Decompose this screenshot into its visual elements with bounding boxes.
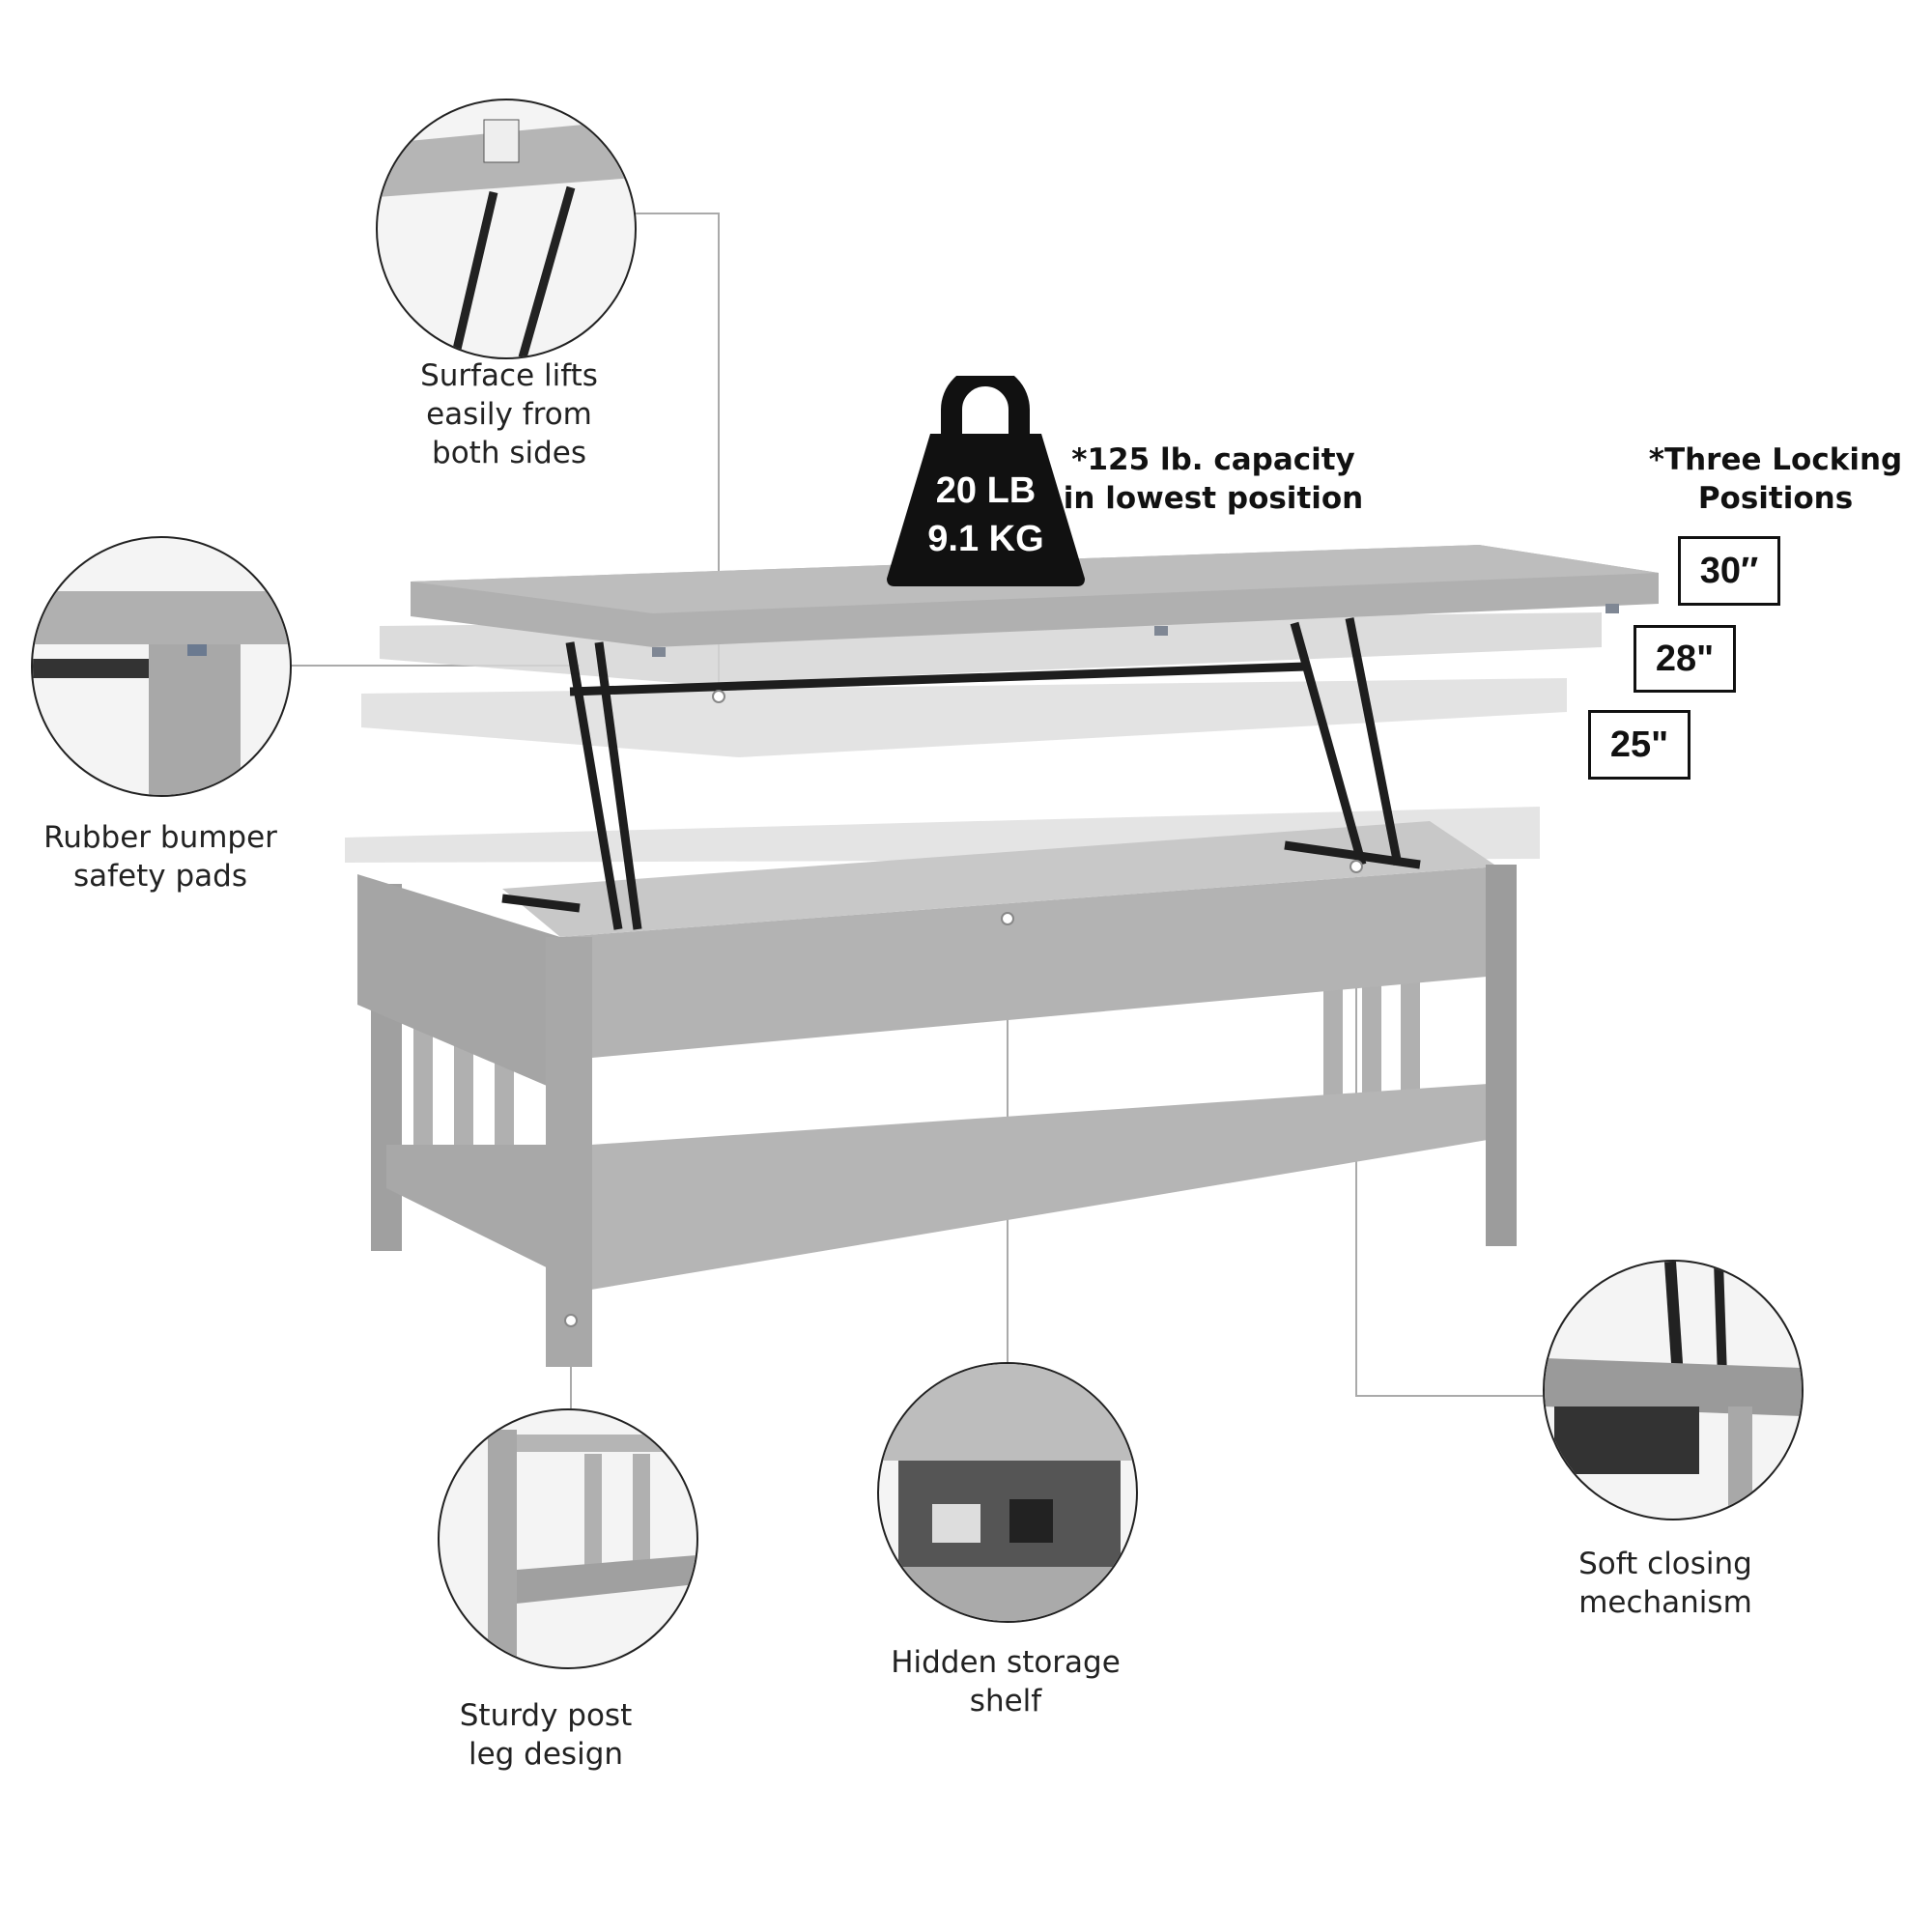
detail-circle-rubber-bumper [31,536,292,797]
lower-shelf [591,1082,1517,1290]
leader-dot-leg [564,1314,578,1327]
leg-front-right [1486,865,1517,1246]
weight-lb: 20 LB [935,470,1037,511]
detail-circle-storage [877,1362,1138,1623]
leader-dot-soft-close [1350,860,1363,873]
detail-circle-soft-close [1543,1260,1804,1520]
detail-circle-surface-lift [376,99,637,359]
storage-cavity [502,821,1497,937]
weight-icon: 20 LB 9.1 KG [884,376,1088,586]
leg-front-left [546,937,592,1367]
leader-line-surface [633,213,720,696]
leader-line-soft-close [1355,867,1543,1397]
table-apron-side [357,874,560,1092]
tabletop-25-ghost [361,678,1567,757]
lift-mechanism [501,617,1421,930]
height-30: 30″ [1678,536,1780,606]
height-28: 28" [1634,625,1736,693]
leader-dot-storage [1001,912,1014,925]
table-apron-front [560,867,1497,1061]
leader-dot-surface [712,690,725,703]
height-25: 25" [1588,710,1690,780]
detail-circle-leg [438,1408,698,1669]
rubber-bumper-pads [652,604,1619,657]
weight-kg: 9.1 KG [927,519,1044,559]
